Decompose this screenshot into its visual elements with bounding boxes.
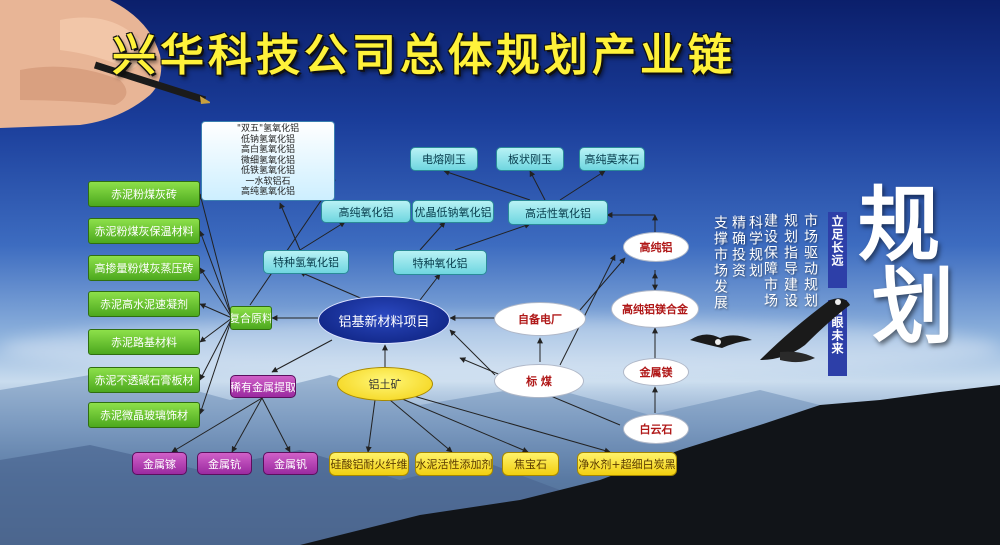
slogan-column: 市场驱动规划	[802, 213, 818, 309]
node-dolomite: 白云石	[623, 414, 689, 444]
node-special-hydroxide: 特种氢氧化铝	[263, 250, 349, 274]
info-line: 一水软铝石	[245, 176, 291, 187]
node-composite-material: 复合原料	[230, 306, 272, 330]
slogan-column: 规划指导建设	[782, 213, 798, 309]
info-line: "双五"氢氧化铝	[236, 124, 300, 134]
node-vanadium: 金属钒	[263, 452, 318, 475]
node-green-item: 高掺量粉煤灰蒸压砖	[88, 255, 200, 281]
hydroxide-products-box: "双五"氢氧化铝 低钠氢氧化铝 高白氢氧化铝 微细氢氧化铝 低铁氢氧化铝 一水软…	[201, 121, 335, 201]
page-title: 兴华科技公司总体规划产业链	[112, 30, 736, 81]
slogan-column: 科学规划	[747, 215, 763, 279]
node-special-alumina: 特种氧化铝	[393, 250, 487, 275]
node-tabular-corundum: 板状刚玉	[496, 147, 564, 171]
node-green-item: 赤泥路基材料	[88, 329, 200, 355]
info-line: 低钠氢氧化铝	[240, 134, 295, 145]
node-green-item: 赤泥粉煤灰砖	[88, 181, 200, 207]
node-core-project: 铝基新材料项目	[318, 296, 450, 344]
big-char-hua: 划	[872, 259, 955, 355]
node-cement-additive: 水泥活性添加剂	[415, 452, 493, 476]
node-high-purity-aluminum: 高纯铝	[623, 232, 689, 262]
node-power-plant: 自备电厂	[494, 302, 586, 336]
slogan-column: 支撑市场发展	[712, 215, 728, 311]
node-water-purifier: 净水剂+超细白炭黑	[577, 452, 677, 476]
node-scandium: 金属钪	[197, 452, 252, 475]
node-mullite: 高纯莫来石	[579, 147, 645, 171]
node-gallium: 金属镓	[132, 452, 187, 475]
node-green-item: 赤泥高水泥速凝剂	[88, 291, 200, 317]
node-flint-clay: 焦宝石	[502, 452, 559, 476]
node-standard-coal: 标 煤	[494, 364, 584, 398]
node-green-item: 赤泥不透碱石膏板材	[88, 367, 200, 393]
node-bauxite: 铝土矿	[337, 367, 433, 401]
node-low-sodium-alumina: 优晶低钠氧化铝	[412, 200, 494, 223]
info-line: 高白氢氧化铝	[240, 145, 295, 155]
node-al-mg-alloy: 高纯铝镁合金	[611, 290, 699, 328]
info-line: 微细氢氧化铝	[240, 155, 295, 166]
node-magnesium: 金属镁	[623, 358, 689, 386]
node-fiber: 硅酸铝耐火纤维	[329, 452, 409, 476]
node-high-purity-alumina: 高纯氧化铝	[321, 200, 411, 223]
slogan-top: 立足长远	[828, 212, 847, 288]
node-fused-corundum: 电熔刚玉	[410, 147, 478, 171]
slogan-column: 建设保障市场	[762, 213, 778, 309]
node-green-item: 赤泥粉煤灰保温材料	[88, 218, 200, 244]
node-active-alumina: 高活性氧化铝	[508, 200, 608, 225]
hand-with-pen-icon	[0, 0, 210, 128]
info-line: 高纯氢氧化铝	[240, 187, 295, 197]
node-green-item: 赤泥微晶玻璃饰材	[88, 402, 200, 428]
slogan-column: 精确投资	[730, 215, 746, 279]
big-char-gui: 规	[858, 177, 941, 273]
info-line: 低铁氢氧化铝	[240, 166, 295, 176]
node-rare-metal-extraction: 稀有金属提取	[230, 375, 296, 398]
